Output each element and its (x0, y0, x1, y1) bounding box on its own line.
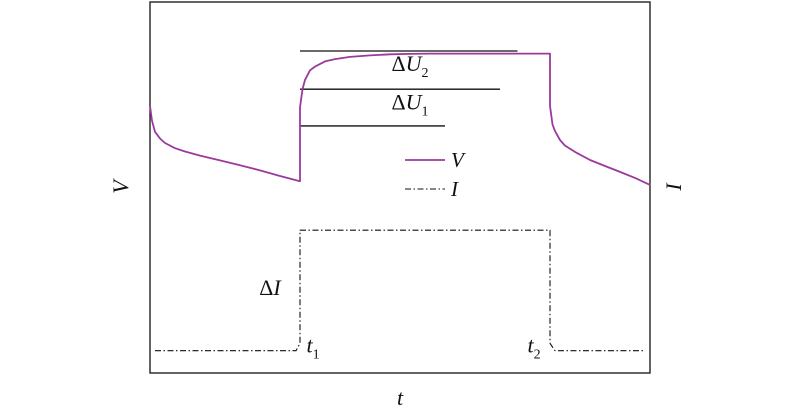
annotation-2: ΔU1 (391, 90, 428, 120)
plot-frame (149, 1, 651, 374)
series-line-v (149, 52, 651, 186)
y-axis-label-right: I (661, 182, 686, 192)
series-layer (149, 52, 651, 352)
y-axis-label-left: V (108, 178, 133, 194)
annotation-4: t1 (306, 333, 319, 363)
legend-label-i: I (450, 177, 459, 201)
reference-lines (300, 50, 518, 127)
x-axis-label: t (397, 385, 404, 410)
annotation-5: t2 (527, 333, 540, 363)
series-line-i (155, 229, 645, 352)
annotation-1: ΔU2 (391, 51, 428, 81)
legend-label-v: V (451, 148, 466, 172)
annotation-3: ΔI (259, 275, 282, 300)
legend: V I (405, 148, 466, 201)
